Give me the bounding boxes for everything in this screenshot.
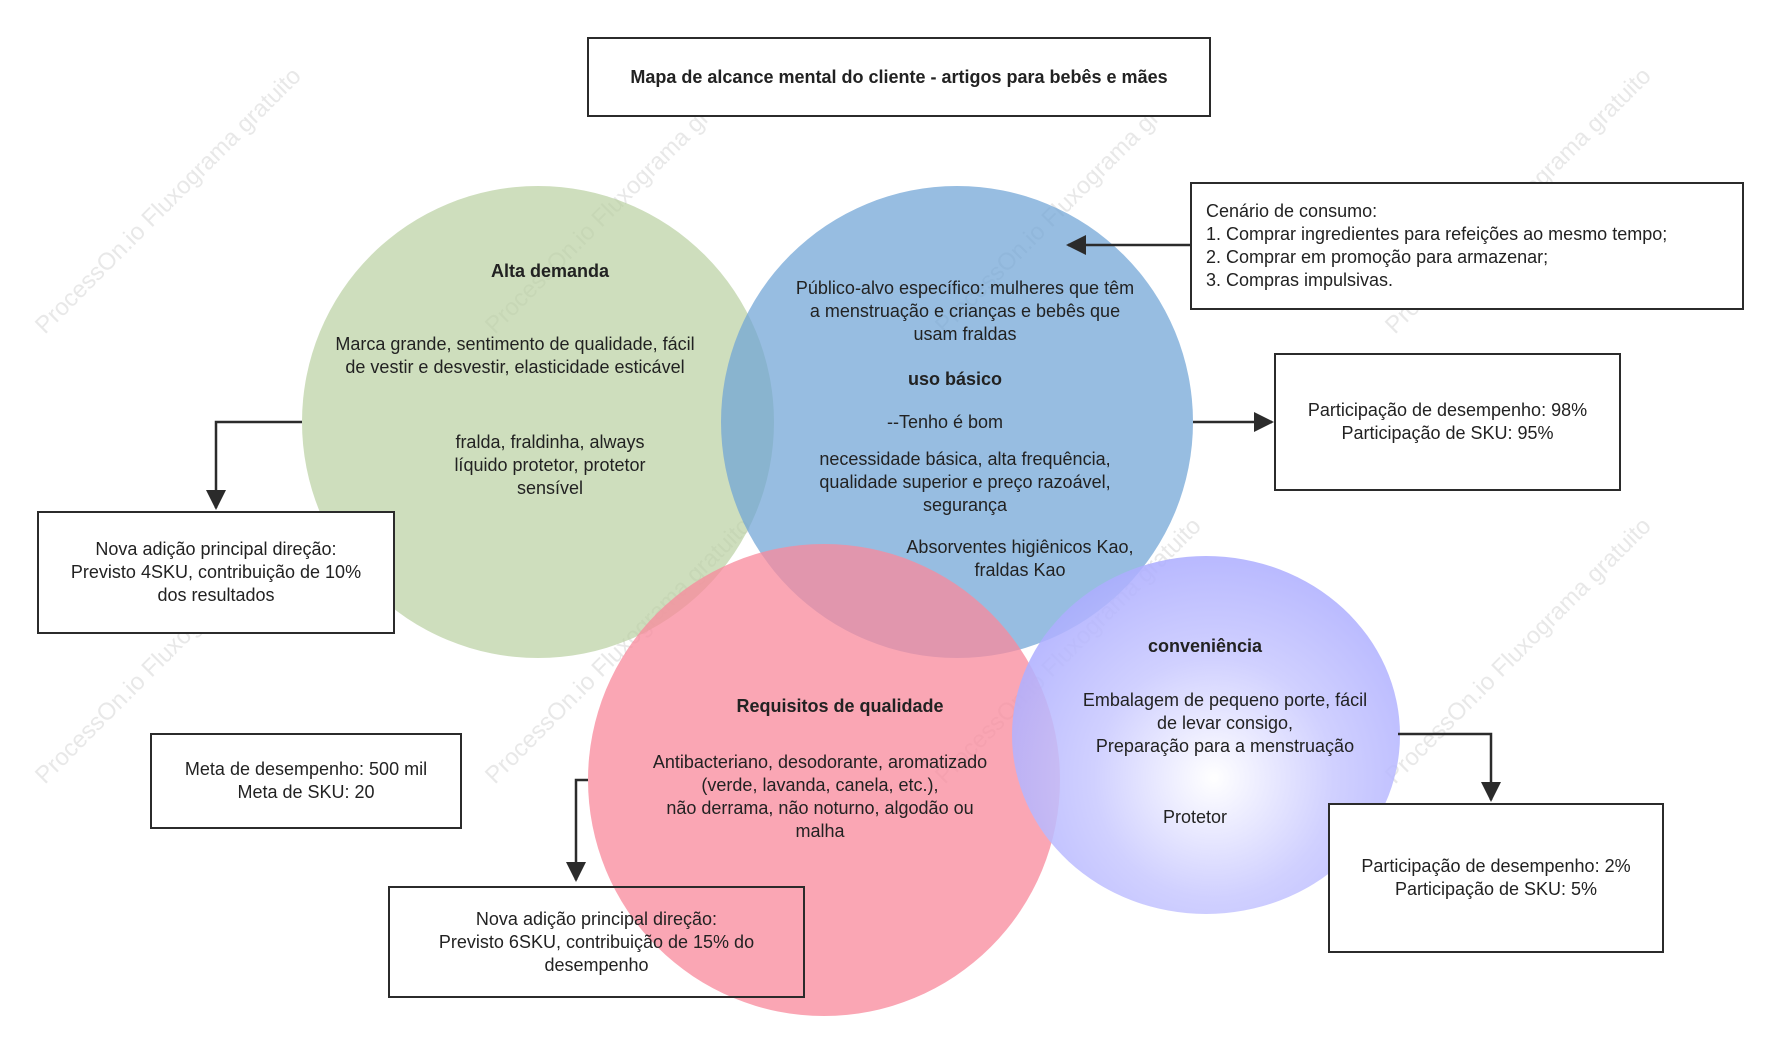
circle-requisitos-qualidade [588, 544, 1060, 1016]
arrow-green-to-new [206, 420, 302, 510]
uso-basico-products: Absorventes higiênicos Kao, fraldas Kao [906, 537, 1134, 580]
arrow-pink-to-new [566, 778, 588, 882]
target-box: Meta de desempenho: 500 mil Meta de SKU:… [150, 733, 462, 829]
conveniencia-features: Embalagem de pequeno porte, fácil de lev… [1082, 690, 1368, 756]
conveniencia-heading: conveniência [1147, 636, 1263, 656]
alta-demanda-products: fralda, fraldinha, always líquido protet… [454, 432, 646, 498]
conveniencia-products: Protetor [1162, 807, 1228, 827]
alta-demanda-features: Marca grande, sentimento de qualidade, f… [335, 334, 695, 377]
uso-basico-audience: Público-alvo específico: mulheres que tê… [795, 278, 1135, 344]
uso-basico-heading: uso básico [907, 369, 1003, 389]
arrow-purple-to-share [1398, 732, 1501, 802]
scenario-box: Cenário de consumo: 1. Comprar ingredien… [1190, 182, 1744, 310]
alta-demanda-heading: Alta demanda [490, 261, 610, 281]
requisitos-new-box: Nova adição principal direção: Previsto … [388, 886, 805, 998]
alta-demanda-new-box: Nova adição principal direção: Previsto … [37, 511, 395, 634]
uso-basico-features: necessidade básica, alta frequência, qua… [819, 449, 1111, 515]
requisitos-heading: Requisitos de qualidade [736, 696, 944, 716]
uso-basico-slogan: --Tenho é bom [886, 412, 1004, 432]
conveniencia-share-box: Participação de desempenho: 2% Participa… [1328, 803, 1664, 953]
uso-basico-share-box: Participação de desempenho: 98% Particip… [1274, 353, 1621, 491]
diagram-title: Mapa de alcance mental do cliente - arti… [587, 37, 1211, 117]
requisitos-features: Antibacteriano, desodorante, aromatizado… [652, 752, 988, 841]
